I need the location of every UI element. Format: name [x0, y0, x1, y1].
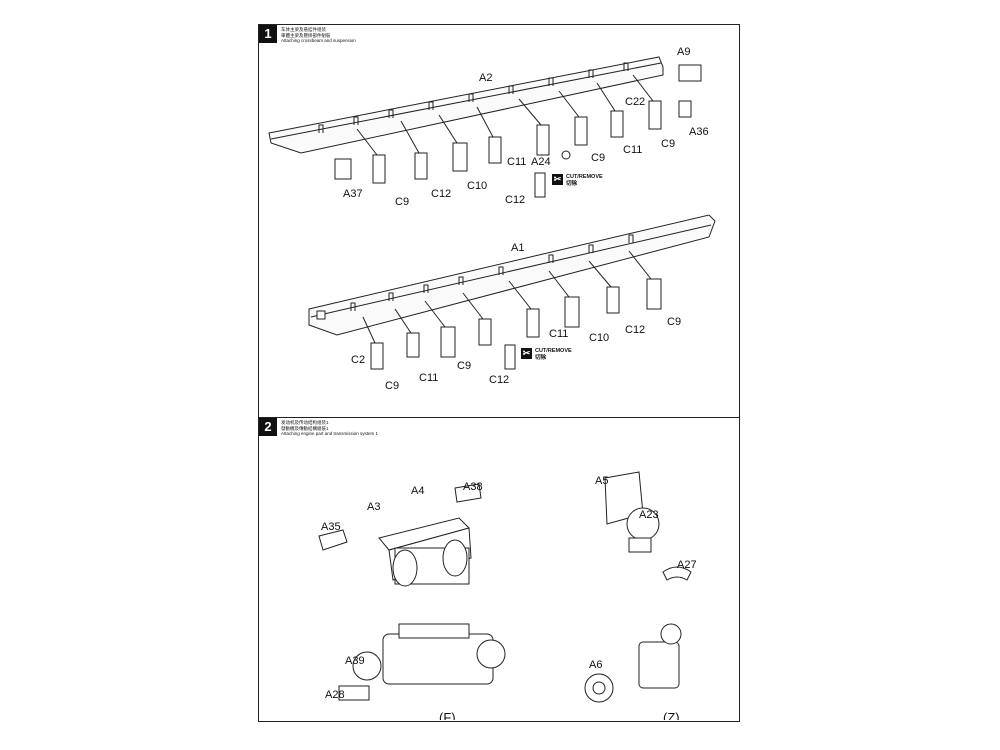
- part-a36: [678, 100, 692, 118]
- step-1-diagram: A2 A9 C22 A36 C9 C11 C9 A24 C11 C10 C12 …: [268, 46, 716, 392]
- cut-icon: ✂: [552, 174, 563, 185]
- step-subtitle-cn-alt: 發動機及傳動結構組裝1: [281, 425, 329, 431]
- label-a1: A1: [511, 242, 524, 254]
- step-2-diagram: A4 A38 A3 A35 A5 A23 A27 A39 A28 (F) A6 …: [318, 471, 697, 720]
- cut-note-cn-lower: 切除: [535, 354, 547, 361]
- step-subtitle-cn: 车体主梁及悬挂件组装: [281, 27, 326, 32]
- cut-detail-c12-lower: [504, 344, 516, 370]
- step-heading: 车体主梁及悬挂件组装 車體主梁及懸掛部件組裝 Attaching crossbe…: [281, 27, 581, 44]
- label-c9-lower-far: C9: [667, 316, 681, 328]
- label-c12-lower-cut: C12: [489, 374, 509, 386]
- part-a37: [334, 158, 352, 180]
- cut-note-lower: CUT/REMOVE 切除: [535, 348, 572, 361]
- label-a37: A37: [343, 188, 363, 200]
- label-a36: A36: [689, 126, 709, 138]
- view-label-z: (Z): [663, 710, 680, 720]
- label-c9-lower-near: C9: [385, 380, 399, 392]
- upper-bracket-row: [318, 62, 629, 133]
- step-1-panel: 1 车体主梁及悬挂件组装 車體主梁及懸掛部件組裝 Attaching cross…: [259, 25, 739, 418]
- cut-icon-lower: ✂: [521, 348, 532, 359]
- part-a24: [561, 150, 571, 160]
- label-a27: A27: [677, 559, 697, 571]
- engine-frame-assembly: [318, 483, 482, 587]
- label-c10: C10: [467, 180, 487, 192]
- label-a3: A3: [367, 501, 380, 513]
- label-c12-cut: C12: [505, 194, 525, 206]
- crossbeam-a2: [268, 56, 664, 154]
- label-c11-lower: C11: [549, 328, 568, 340]
- step-number: 1: [259, 25, 277, 43]
- label-c11-mid: C11: [507, 156, 526, 168]
- engine-block-f: [338, 623, 506, 701]
- label-a35: A35: [321, 521, 341, 533]
- cut-note: CUT/REMOVE 切除: [566, 174, 603, 187]
- cut-note-en: CUT/REMOVE: [566, 174, 603, 180]
- part-a9: [678, 64, 702, 82]
- step-subtitle-cn: 发动机及传动结构组装1: [281, 420, 329, 425]
- instruction-frame: 1 车体主梁及悬挂件组装 車體主梁及懸掛部件組裝 Attaching cross…: [258, 24, 740, 722]
- step-2-panel: 2 发动机及传动结构组装1 發動機及傳動結構組裝1 Attaching engi…: [259, 418, 739, 721]
- label-a28: A28: [325, 689, 345, 701]
- gearbox-z: [584, 623, 682, 703]
- cut-note-cn: 切除: [566, 180, 578, 187]
- label-a9: A9: [677, 46, 690, 58]
- label-c12-lower-far: C12: [625, 324, 645, 336]
- label-c9-mid: C9: [591, 152, 605, 164]
- label-a5: A5: [595, 475, 608, 487]
- label-a6: A6: [589, 659, 602, 671]
- label-c12: C12: [431, 188, 451, 200]
- upper-suspension-arms: [356, 74, 662, 184]
- label-a24: A24: [531, 156, 551, 168]
- label-c22: C22: [625, 96, 645, 108]
- label-a23: A23: [639, 509, 659, 521]
- step-number: 2: [259, 418, 277, 436]
- cut-detail-c12: [534, 172, 546, 198]
- label-a4: A4: [411, 485, 424, 497]
- step-subtitle-en: Attaching engine part and transmission s…: [281, 431, 379, 436]
- label-a2: A2: [479, 72, 492, 84]
- step-heading: 发动机及传动结构组装1 發動機及傳動結構組裝1 Attaching engine…: [281, 420, 581, 437]
- view-label-f: (F): [439, 710, 456, 720]
- label-c10-lower: C10: [589, 332, 609, 344]
- step-subtitle-cn-alt: 車體主梁及懸掛部件組裝: [281, 32, 331, 38]
- transmission-assembly: [604, 471, 692, 581]
- crossbeam-a1: [308, 214, 716, 336]
- lower-suspension-arms: [362, 250, 662, 370]
- label-a38: A38: [463, 481, 483, 493]
- label-c11-lower-near: C11: [419, 372, 438, 384]
- cut-note-en-lower: CUT/REMOVE: [535, 348, 572, 354]
- lower-bracket-row: [350, 234, 634, 311]
- label-c2: C2: [351, 354, 365, 366]
- label-c9-lower-mid: C9: [457, 360, 471, 372]
- label-a39: A39: [345, 655, 365, 667]
- label-c9-near: C9: [395, 196, 409, 208]
- step-subtitle-en: Attaching crossbeam and suspension: [281, 38, 356, 43]
- label-c11-far: C11: [623, 144, 642, 156]
- label-c9-far: C9: [661, 138, 675, 150]
